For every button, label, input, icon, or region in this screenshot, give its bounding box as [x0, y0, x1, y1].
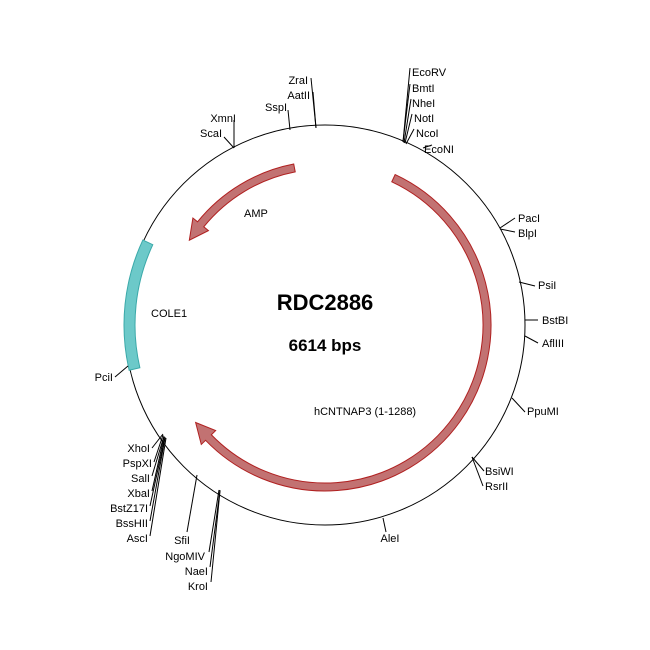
site-label-sfii[interactable]: SfiI — [174, 535, 190, 547]
site-label-xbai[interactable]: XbaI — [127, 488, 150, 500]
site-label-blpi[interactable]: BlpI — [518, 228, 537, 240]
site-leader-line — [208, 489, 220, 553]
site-label-scai[interactable]: ScaI — [200, 128, 222, 140]
site-leader-line — [151, 435, 165, 477]
site-ppumi[interactable]: PpuMI — [511, 397, 559, 418]
site-paci[interactable]: PacI — [499, 213, 540, 229]
site-label-ppumi[interactable]: PpuMI — [527, 406, 559, 418]
site-leader-line — [403, 98, 412, 144]
site-ngomiv[interactable]: NgoMIV — [165, 489, 220, 563]
site-ncoi[interactable]: NcoI — [405, 128, 439, 145]
site-label-bstz17i[interactable]: BstZ17I — [110, 503, 148, 515]
site-label-afliii[interactable]: AflIII — [542, 338, 564, 350]
site-label-naei[interactable]: NaeI — [185, 566, 208, 578]
site-leader-line — [186, 474, 198, 533]
site-sspi[interactable]: SspI — [265, 102, 291, 131]
site-leader-line — [524, 335, 539, 344]
site-sali[interactable]: SalI — [131, 435, 165, 485]
site-label-econi[interactable]: EcoNI — [424, 144, 454, 156]
site-label-sali[interactable]: SalI — [131, 473, 150, 485]
site-label-noti[interactable]: NotI — [414, 113, 434, 125]
site-label-ncoi[interactable]: NcoI — [416, 128, 439, 140]
site-label-nhei[interactable]: NheI — [412, 98, 435, 110]
site-leader-line — [149, 437, 167, 537]
site-label-xhoi[interactable]: XhoI — [127, 443, 150, 455]
site-leader-line — [210, 490, 221, 583]
site-label-bsshii[interactable]: BssHII — [116, 518, 148, 530]
plasmid-name: RDC2886 — [277, 290, 374, 315]
site-label-alei[interactable]: AleI — [381, 533, 400, 545]
site-label-psii[interactable]: PsiI — [538, 280, 556, 292]
site-label-aatii[interactable]: AatII — [287, 90, 310, 102]
feature-label-hcntnap3: hCNTNAP3 (1-1288) — [314, 406, 416, 418]
site-pspxi[interactable]: PspXI — [123, 434, 164, 470]
site-leader-line — [287, 109, 291, 131]
site-label-bstbi[interactable]: BstBI — [542, 315, 568, 327]
site-leader-line — [404, 113, 413, 144]
site-leader-line — [149, 437, 166, 522]
site-leader-line — [518, 281, 536, 287]
site-leader-line — [149, 436, 166, 507]
site-leader-line — [223, 136, 235, 149]
site-leader-line — [422, 144, 433, 149]
site-aatii[interactable]: AatII — [287, 90, 317, 129]
feature-label-cole1: COLE1 — [151, 308, 187, 320]
site-leader-line — [402, 83, 411, 143]
site-naei[interactable]: NaeI — [185, 489, 221, 578]
site-label-bsiwi[interactable]: BsiWI — [485, 466, 514, 478]
site-nhei[interactable]: NheI — [403, 98, 435, 144]
site-bstz17i[interactable]: BstZ17I — [110, 436, 166, 515]
site-leader-line — [471, 456, 484, 487]
site-bsiwi[interactable]: BsiWI — [471, 456, 514, 478]
site-asci[interactable]: AscI — [127, 437, 167, 545]
cole1-feature[interactable] — [123, 239, 154, 371]
plasmid-size: 6614 bps — [289, 336, 362, 355]
site-leader-line — [312, 91, 317, 129]
site-label-pcii[interactable]: PciI — [95, 372, 113, 384]
site-leader-line — [511, 397, 526, 413]
site-label-bmti[interactable]: BmtI — [412, 83, 435, 95]
site-econi[interactable]: EcoNI — [422, 144, 454, 156]
site-label-rsrii[interactable]: RsrII — [485, 481, 508, 493]
site-leader-line — [405, 128, 415, 145]
site-rsrii[interactable]: RsrII — [471, 456, 508, 493]
site-xhoi[interactable]: XhoI — [127, 433, 164, 455]
site-label-ecorv[interactable]: EcoRV — [412, 67, 447, 79]
site-pcii[interactable]: PciI — [95, 365, 129, 384]
site-label-pspxi[interactable]: PspXI — [123, 458, 152, 470]
site-leader-line — [114, 365, 129, 378]
site-psii[interactable]: PsiI — [518, 280, 556, 292]
site-label-asci[interactable]: AscI — [127, 533, 148, 545]
site-label-ngomiv[interactable]: NgoMIV — [165, 551, 205, 563]
site-kroi[interactable]: KroI — [188, 490, 221, 593]
site-leader-line — [151, 433, 164, 449]
site-label-zrai[interactable]: ZraI — [288, 75, 308, 87]
site-leader-line — [153, 434, 164, 463]
site-bstbi[interactable]: BstBI — [525, 315, 568, 327]
site-leader-line — [471, 456, 485, 472]
amp-feature-arrow[interactable] — [188, 163, 296, 242]
backbone-circle — [124, 124, 526, 526]
site-afliii[interactable]: AflIII — [524, 335, 564, 350]
site-leader-line — [382, 517, 387, 533]
site-noti[interactable]: NotI — [404, 113, 434, 144]
site-leader-line — [499, 217, 516, 229]
hcntnap3-feature-arrow[interactable] — [194, 173, 492, 492]
site-alei[interactable]: AleI — [381, 517, 400, 545]
site-label-sspi[interactable]: SspI — [265, 102, 287, 114]
site-bmti[interactable]: BmtI — [402, 83, 435, 143]
site-xmni[interactable]: XmnI — [210, 113, 236, 148]
site-xbai[interactable]: XbaI — [127, 436, 165, 500]
site-label-xmni[interactable]: XmnI — [210, 113, 236, 125]
site-scai[interactable]: ScaI — [200, 128, 235, 149]
site-bsshii[interactable]: BssHII — [116, 437, 166, 530]
site-blpi[interactable]: BlpI — [499, 228, 537, 240]
site-sfii[interactable]: SfiI — [174, 474, 198, 547]
site-label-kroi[interactable]: KroI — [188, 581, 208, 593]
site-leader-line — [499, 228, 516, 233]
site-label-paci[interactable]: PacI — [518, 213, 540, 225]
site-leader-line — [151, 436, 165, 492]
feature-label-amp: AMP — [244, 208, 268, 220]
